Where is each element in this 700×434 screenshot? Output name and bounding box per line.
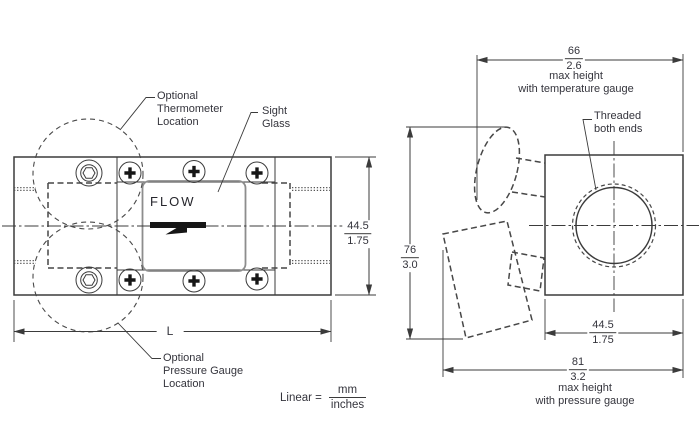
dim-end-width-inches: 1.75 [592,334,614,347]
flow-label: FLOW [150,194,196,209]
dim-overall-height: 76 3.0 [398,244,422,272]
dim-front-height: 44.5 1.75 [342,220,374,248]
leader-line-threaded [582,119,597,191]
units-legend-inches: inches [328,396,367,411]
dim-pressure-gauge-mm: 81 [568,356,588,371]
units-legend-label: Linear = [280,391,322,404]
dim-end-width-mm: 44.5 [589,319,617,334]
threaded-both-ends-label: Threaded both ends [594,110,643,135]
hidden-port-lines [14,182,330,269]
dim-overall-height-mm: 76 [400,244,420,259]
dim-pressure-gauge: 81 3.2 [566,356,590,384]
pressure-gauge-phantom [442,220,545,339]
gauge-location-circles [32,118,144,333]
dim-end-width: 44.5 1.75 [587,319,619,347]
end-view-body [529,141,699,312]
dimension-lines-front [13,156,376,342]
dim-pressure-gauge-inches: 3.2 [570,371,586,384]
flow-arrow-icon [150,222,206,235]
dim-front-height-inches: 1.75 [347,235,369,248]
dim-temp-gauge-note: max height with temperature gauge [518,70,634,95]
units-legend: Linear = mm inches [280,384,367,412]
dim-temp-gauge-inches: 2.6 [566,60,582,73]
units-legend-mm: mm [337,384,358,396]
pressure-location-label: Optional Pressure Gauge Location [163,352,244,390]
thermometer-location-label: Optional Thermometer Location [157,90,224,128]
leader-lines-front [117,97,258,359]
units-legend-fraction: mm inches [328,384,367,412]
dim-pressure-gauge-note: max height with pressure gauge [535,382,635,407]
dim-overall-height-inches: 3.0 [402,259,418,272]
dim-length-label: L [156,324,184,338]
dim-temp-gauge-mm: 66 [564,45,584,60]
sight-glass-label: Sight Glass [262,105,291,130]
temperature-gauge-phantom [473,126,546,214]
hex-screw-icons [75,159,103,294]
dim-temp-gauge: 66 2.6 [562,45,586,73]
dim-front-height-mm: 44.5 [344,220,372,235]
